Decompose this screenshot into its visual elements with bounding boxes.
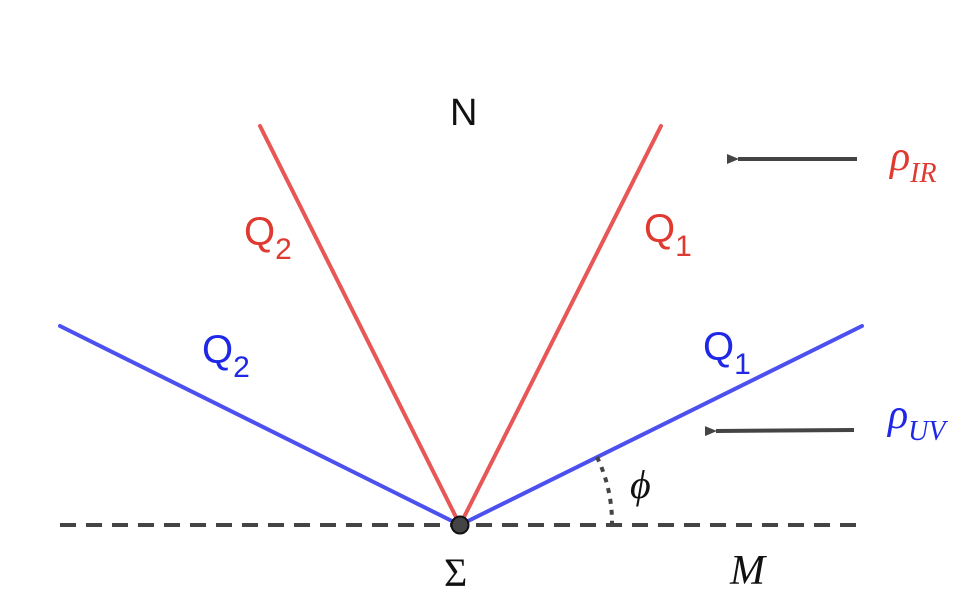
red-label-q2: Q2 [244, 210, 292, 266]
blue-line-right [458, 324, 864, 527]
red-line-left [258, 124, 462, 527]
boundary-label-m: M [729, 548, 767, 594]
blue-line-left [58, 324, 462, 527]
region-label-n: N [450, 92, 477, 134]
uv-arrow [704, 426, 855, 437]
blue-label-q2: Q2 [202, 328, 250, 384]
blue-label-q1: Q1 [703, 325, 751, 381]
rho-ir-label: ρIR [888, 134, 937, 189]
phi-label: ϕ [630, 462, 651, 507]
rho-uv-label: ρUV [886, 392, 948, 447]
red-line-right [458, 124, 663, 527]
red-label-q1: Q1 [644, 207, 692, 263]
sigma-label: Σ [444, 550, 467, 595]
vertex-point [450, 515, 470, 535]
angle-arc [595, 456, 615, 526]
